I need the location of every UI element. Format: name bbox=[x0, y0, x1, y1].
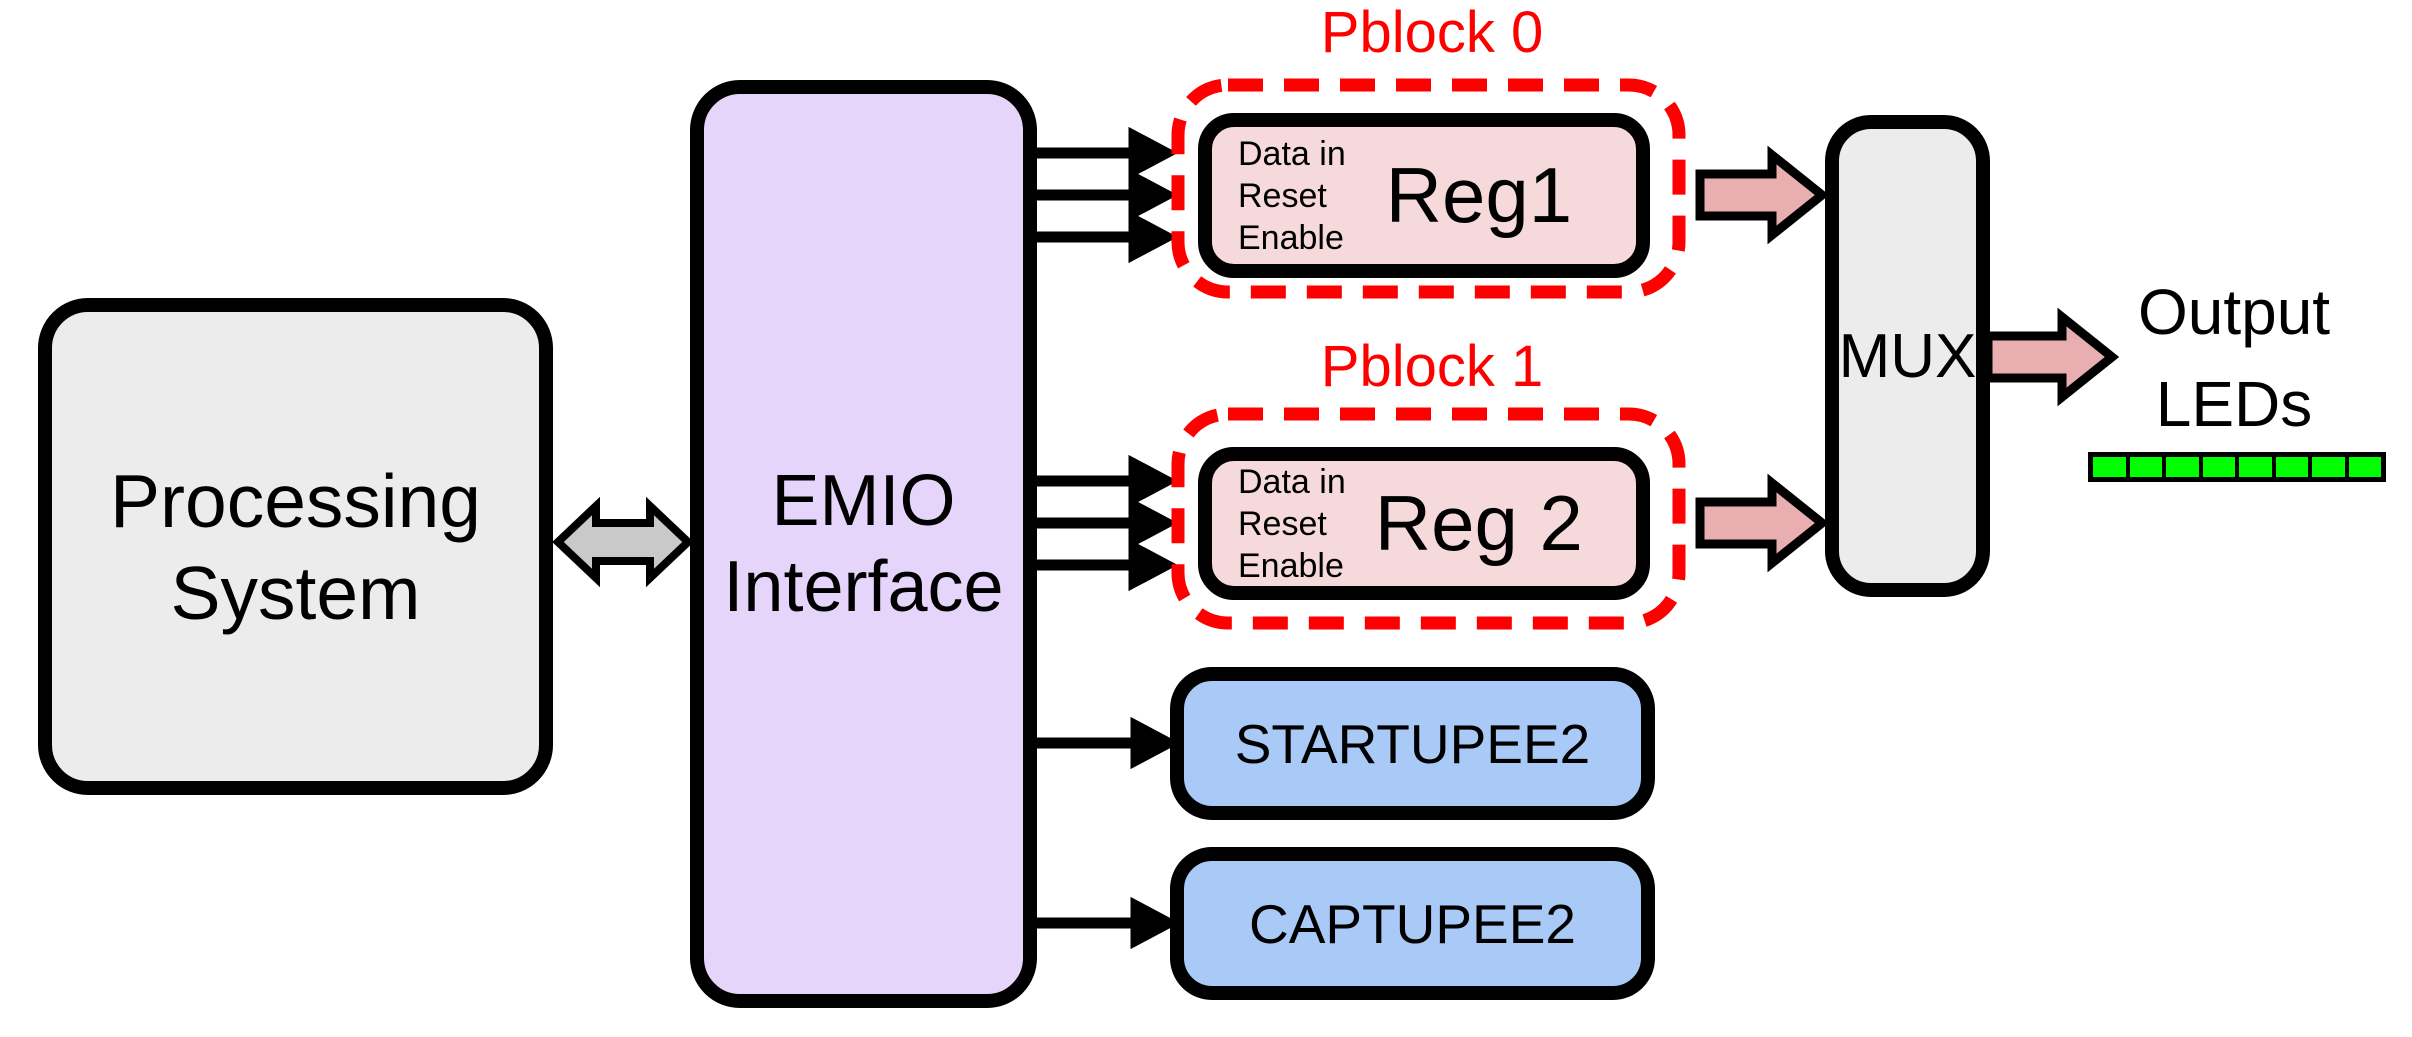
led-cell bbox=[2239, 457, 2272, 477]
reg1-port-data-in: Data in bbox=[1238, 134, 1346, 173]
processing-system-label-line1: Processing bbox=[109, 458, 481, 543]
emio-to-capture-arrow bbox=[1037, 896, 1180, 950]
processing-system-block: Processing System bbox=[38, 298, 553, 795]
output-leds-label: Output LEDs bbox=[2074, 266, 2394, 450]
reg2-name: Reg 2 bbox=[1374, 479, 1583, 567]
emio-label-line2: Interface bbox=[723, 547, 1004, 627]
led-cell bbox=[2093, 457, 2126, 477]
reg1-name: Reg1 bbox=[1385, 151, 1573, 239]
reg1-port-reset: Reset bbox=[1238, 176, 1327, 215]
startup-label: STARTUPEE2 bbox=[1234, 712, 1591, 775]
mux-label: MUX bbox=[1838, 321, 1977, 391]
output-leds-label-line1: Output bbox=[2137, 276, 2331, 348]
led-cell bbox=[2129, 457, 2162, 477]
emio-to-reg1-arrows bbox=[1037, 126, 1178, 264]
mux-block: MUX bbox=[1825, 115, 1990, 597]
emio-to-reg2-arrows bbox=[1037, 454, 1178, 592]
processing-system-label-line2: System bbox=[170, 550, 421, 635]
reg2-ports: Data in Reset Enable bbox=[1212, 461, 1346, 587]
reg1-port-enable: Enable bbox=[1238, 218, 1344, 257]
bidirectional-arrow bbox=[552, 496, 694, 588]
reg2-block: Data in Reset Enable Reg 2 bbox=[1198, 447, 1650, 600]
emio-interface-block: EMIO Interface bbox=[690, 80, 1037, 1008]
reg2-port-reset: Reset bbox=[1238, 504, 1327, 543]
pblock0-title: Pblock 0 bbox=[1320, 0, 1544, 65]
output-leds-label-line2: LEDs bbox=[2155, 368, 2313, 440]
startup-block: STARTUPEE2 bbox=[1170, 667, 1655, 820]
led-cell bbox=[2166, 457, 2199, 477]
emio-to-startup-arrow bbox=[1037, 716, 1180, 770]
pblock1-title: Pblock 1 bbox=[1320, 334, 1544, 399]
capture-label: CAPTUPEE2 bbox=[1248, 892, 1577, 955]
reg2-port-data-in: Data in bbox=[1238, 462, 1346, 501]
reg1-ports: Data in Reset Enable bbox=[1212, 133, 1346, 259]
capture-block: CAPTUPEE2 bbox=[1170, 847, 1655, 1000]
led-cell bbox=[2275, 457, 2308, 477]
emio-label-line1: EMIO bbox=[771, 461, 956, 541]
led-cell bbox=[2348, 457, 2381, 477]
led-strip bbox=[2088, 452, 2386, 482]
reg1-block: Data in Reset Enable Reg1 bbox=[1198, 113, 1650, 278]
reg2-port-enable: Enable bbox=[1238, 546, 1344, 585]
reg1-to-mux-arrow bbox=[1695, 145, 1830, 245]
led-cell bbox=[2312, 457, 2345, 477]
reg2-to-mux-arrow bbox=[1695, 473, 1830, 573]
led-cell bbox=[2202, 457, 2235, 477]
